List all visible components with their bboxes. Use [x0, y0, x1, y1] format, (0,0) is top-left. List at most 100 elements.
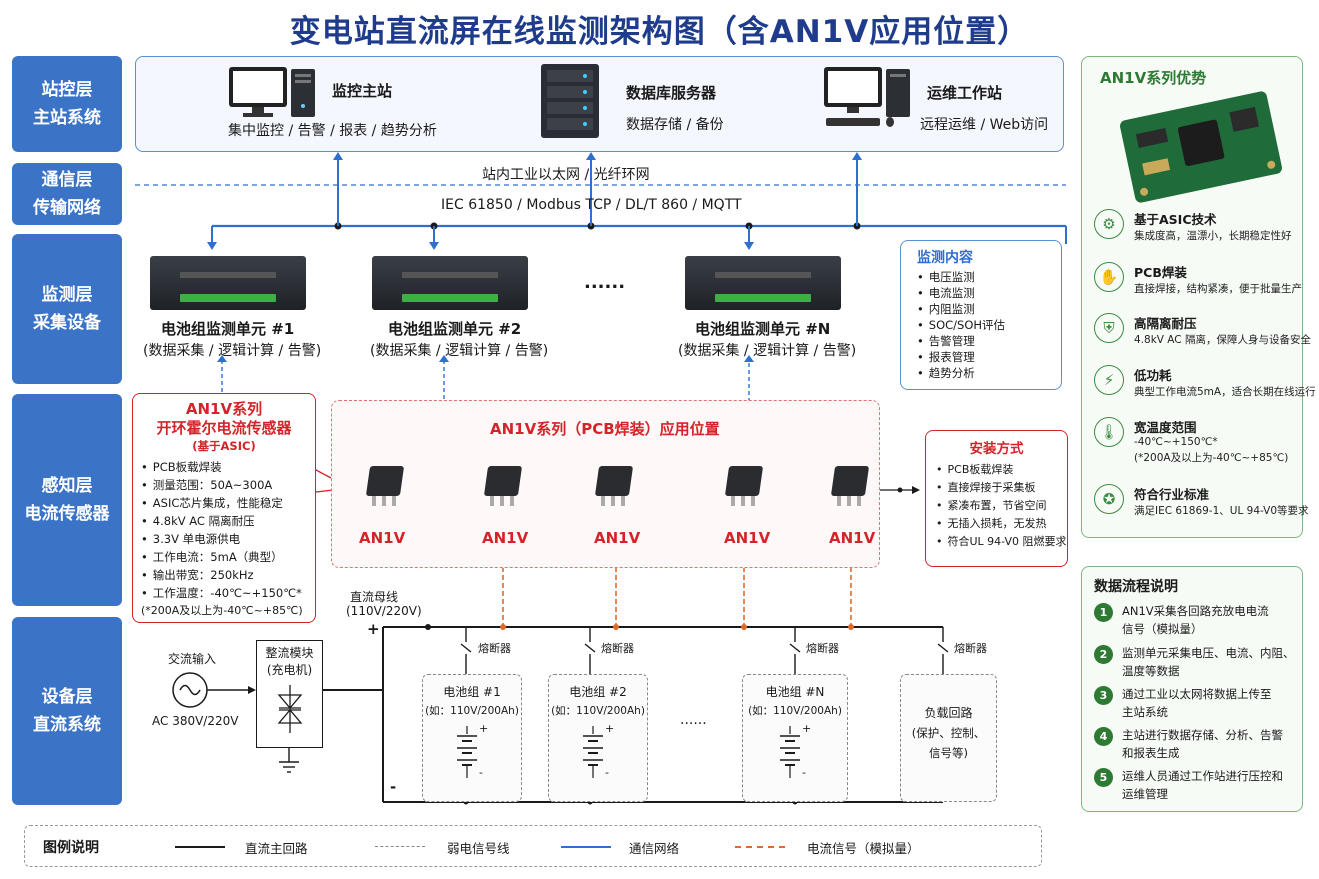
layer-station-line1: 站控层	[41, 80, 93, 100]
advantage-desc: -40℃~+150℃*	[1134, 436, 1218, 448]
legend-label-dc: 直流主回路	[245, 841, 308, 856]
load-circuit-box: 负载回路 (保护、控制、 信号等)	[900, 674, 997, 802]
monitoring-content-box: 监测内容 电压监测 电流监测 内阻监测 SOC/SOH评估 告警管理 报表管理 …	[900, 240, 1062, 390]
fuse-label: 熔断器	[601, 642, 634, 655]
advantage-title: 低功耗	[1134, 368, 1172, 383]
flow-step-text: 主站系统	[1122, 705, 1168, 719]
an1v-sensor-chip	[478, 460, 528, 510]
advantage-desc: 集成度高，温漂小，长期稳定性好	[1134, 230, 1292, 242]
flow-step-text: 监测单元采集电压、电流、内阻、	[1122, 646, 1295, 660]
page-title: 变电站直流屏在线监测架构图（含AN1V应用位置）	[289, 14, 1030, 50]
svg-text:+: +	[479, 722, 488, 735]
flow-step: 1 AN1V采集各回路充放电电流 信号（模拟量）	[1094, 603, 1269, 636]
advantage-title: 宽温度范围	[1134, 420, 1197, 435]
battery-icon: + -	[457, 722, 488, 779]
monitoring-item: 电流监测	[917, 285, 1045, 301]
lightning-icon: ⚡	[1094, 365, 1124, 395]
legend-label-network: 通信网络	[629, 841, 680, 856]
monitoring-unit-2-desc: (数据采集 / 逻辑计算 / 告警)	[370, 343, 549, 359]
install-method-box: 安装方式 PCB板载焊装 直接焊接于采集板 紧凑布置，节省空间 无插入损耗，无发…	[925, 430, 1068, 567]
an1v-pcb-image	[1118, 90, 1284, 204]
advantage-title: 符合行业标准	[1134, 487, 1210, 502]
sensor-label: AN1V	[594, 529, 641, 547]
sensor-label: AN1V	[829, 529, 876, 547]
rectifier-line1: 整流模块	[265, 646, 314, 660]
layer-monitor-line2: 采集设备	[33, 313, 101, 333]
monitoring-unit-1-device	[150, 256, 306, 310]
layer-device-line1: 设备层	[41, 687, 93, 707]
battery-spec: (如：110V/200Ah)	[748, 705, 842, 717]
an1v-sensor-chip	[589, 460, 639, 510]
sensor-spec: 4.8kV AC 隔离耐压	[141, 512, 307, 530]
advantage-desc: (*200A及以上为-40℃~+85℃)	[1134, 452, 1289, 464]
monitoring-unit-n-name: 电池组监测单元 #N	[695, 320, 831, 338]
advantage-item: ⚙ 基于ASIC技术 集成度高，温漂小，长期稳定性好	[1094, 209, 1292, 242]
ac-input-label: 交流输入	[168, 652, 217, 666]
install-title: 安装方式	[969, 441, 1024, 457]
sensor-label: AN1V	[724, 529, 771, 547]
battery-name: 电池组 #1	[443, 685, 501, 699]
dc-bus-spec: (110V/220V)	[346, 604, 422, 618]
flow-step-text: 信号（模拟量）	[1122, 622, 1203, 636]
thermometer-icon: 🌡	[1094, 417, 1124, 447]
battery-group-n: 电池组 #N (如：110V/200Ah) + -	[742, 674, 848, 802]
advantage-item: 🌡 宽温度范围 -40℃~+150℃* (*200A及以上为-40℃~+85℃)	[1094, 417, 1288, 464]
advantage-desc: 直接焊接，结构紧凑，便于批量生产	[1134, 283, 1302, 295]
legend-title: 图例说明	[43, 840, 99, 856]
ops-station-desc: 远程运维 / Web访问	[920, 117, 1049, 133]
units-ellipsis: ......	[584, 272, 626, 293]
install-item: 紧凑布置，节省空间	[936, 497, 1057, 515]
data-flow-title: 数据流程说明	[1094, 579, 1178, 595]
network-protocols: IEC 61850 / Modbus TCP / DL/T 860 / MQTT	[441, 197, 742, 213]
advantage-item: ✋ PCB焊装 直接焊接，结构紧凑，便于批量生产	[1094, 262, 1302, 295]
an1v-sensor-chip	[825, 460, 875, 510]
layer-device: 设备层 直流系统	[12, 617, 122, 805]
sensor-spec: 工作电流：5mA（典型）	[141, 548, 307, 566]
svg-text:-: -	[479, 766, 483, 779]
monitoring-item: 报表管理	[917, 349, 1045, 365]
sensor-temp-note: (*200A及以上为-40℃~+85℃)	[141, 604, 303, 617]
monitor-host-icon	[229, 67, 315, 117]
sensor-label: AN1V	[482, 529, 529, 547]
battery-group-1: 电池组 #1 (如：110V/200Ah) + -	[422, 674, 522, 802]
fuse-label: 熔断器	[806, 642, 839, 655]
monitoring-item: SOC/SOH评估	[917, 317, 1045, 333]
flow-step: 5 运维人员通过工作站进行压控和 运维管理	[1094, 768, 1283, 801]
advantage-item: ⚡ 低功耗 典型工作电流5mA，适合长期在线运行	[1094, 365, 1316, 398]
monitoring-unit-2-name: 电池组监测单元 #2	[388, 320, 522, 338]
monitoring-item: 趋势分析	[917, 365, 1045, 381]
layer-station: 站控层 主站系统	[12, 56, 122, 152]
advantage-title: PCB焊装	[1134, 265, 1187, 280]
advantage-desc: 典型工作电流5mA，适合长期在线运行	[1134, 386, 1316, 398]
flow-step-number: 4	[1094, 727, 1113, 746]
flow-step-number: 3	[1094, 686, 1113, 705]
an1v-sensor-chip	[360, 460, 410, 510]
sensor-subtitle: (基于ASIC)	[192, 439, 256, 453]
ops-station-title: 运维工作站	[927, 84, 1003, 102]
sensor-spec: PCB板载焊装	[141, 458, 307, 476]
flow-step-text: AN1V采集各回路充放电电流	[1122, 604, 1269, 618]
shield-icon: ⛨	[1094, 313, 1124, 343]
flow-step-number: 5	[1094, 768, 1113, 787]
layer-monitor: 监测层 采集设备	[12, 234, 122, 384]
bus-minus-sign: -	[390, 778, 397, 796]
legend-swatch-signal	[375, 846, 425, 847]
dc-bus-label: 直流母线	[350, 590, 399, 604]
monitoring-unit-1-desc: (数据采集 / 逻辑计算 / 告警)	[143, 343, 322, 359]
rectifier-line2: (充电机)	[266, 663, 313, 677]
monitor-host-title: 监控主站	[332, 82, 393, 100]
layer-comm-line2: 传输网络	[33, 198, 101, 218]
svg-text:-: -	[605, 766, 609, 779]
certificate-icon: ✪	[1094, 484, 1124, 514]
flow-step-text: 和报表生成	[1122, 746, 1180, 760]
network-name: 站内工业以太网 / 光纤环网	[482, 167, 650, 183]
fuse-label: 熔断器	[954, 642, 987, 655]
data-flow-panel: 数据流程说明 1 AN1V采集各回路充放电电流 信号（模拟量） 2 监测单元采集…	[1081, 566, 1303, 812]
advantages-title: AN1V系列优势	[1100, 69, 1207, 87]
layer-sense-line2: 电流传感器	[24, 504, 110, 524]
an1v-sensor-chip	[719, 460, 769, 510]
monitoring-unit-n-desc: (数据采集 / 逻辑计算 / 告警)	[678, 343, 857, 359]
sensor-series-title: AN1V系列	[185, 400, 263, 418]
flow-step-text: 运维人员通过工作站进行压控和	[1122, 769, 1283, 783]
pcb-area-title: AN1V系列（PCB焊装）应用位置	[490, 420, 720, 438]
